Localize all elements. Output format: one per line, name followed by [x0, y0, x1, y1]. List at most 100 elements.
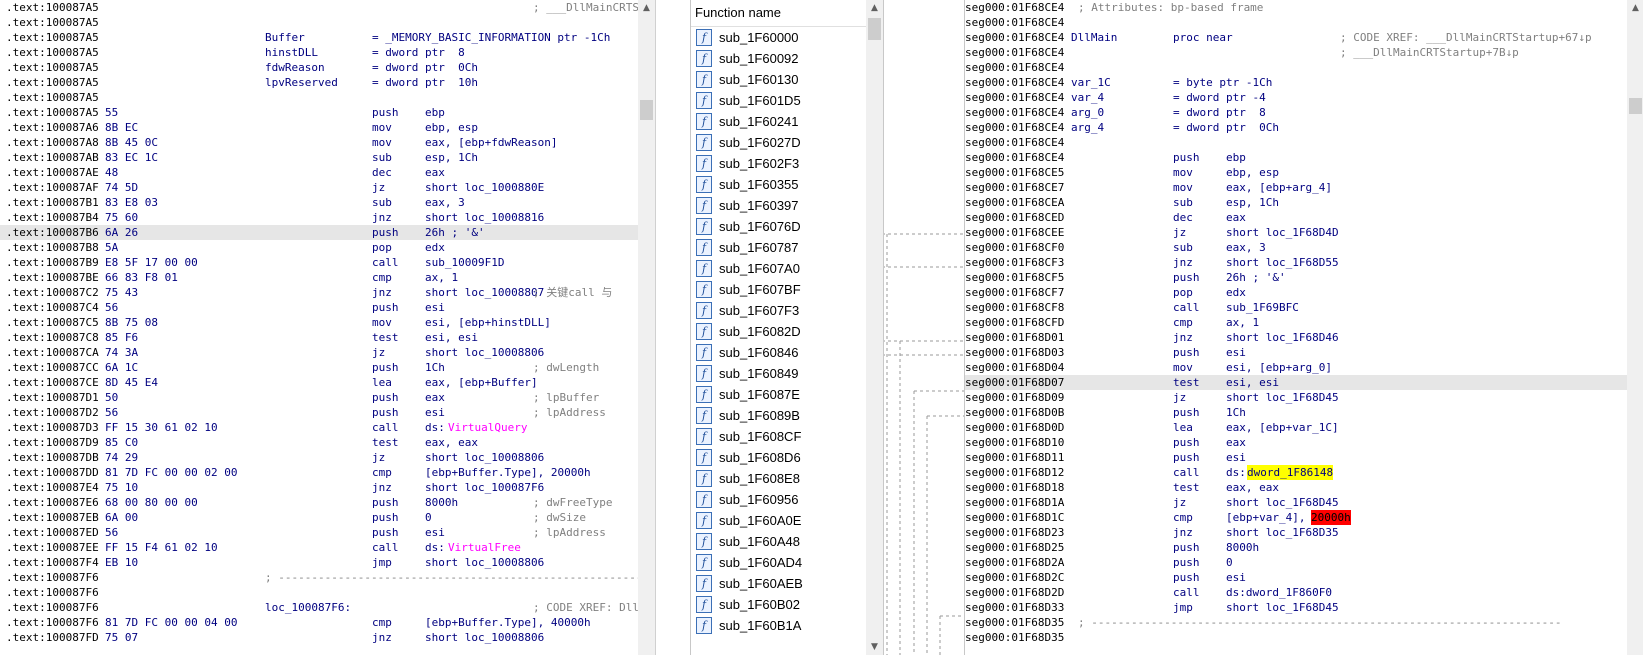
right-scroll-thumb[interactable]	[1629, 98, 1642, 114]
listing-row[interactable]: .text:100087F6	[0, 585, 655, 600]
left-disassembly-view[interactable]: .text:100087A5; ___DllMainCRTS.text:1000…	[0, 0, 656, 655]
left-vertical-scrollbar[interactable]: ▲	[638, 0, 655, 655]
function-name-column-header[interactable]: Function name	[691, 0, 883, 27]
right-disassembly-view[interactable]: seg000:01F68CE4; Attributes: bp-based fr…	[964, 0, 1643, 655]
highlighted-operand[interactable]: dword_1F86148	[1247, 465, 1334, 480]
listing-row[interactable]: .text:100087A5	[0, 15, 655, 30]
right-vertical-scrollbar[interactable]: ▲	[1627, 0, 1643, 655]
scroll-up-arrow-icon[interactable]: ▲	[1632, 3, 1639, 13]
left-scroll-thumb[interactable]	[640, 100, 653, 120]
listing-row[interactable]: seg000:01F68D35; -----------------------…	[965, 615, 1643, 630]
listing-row[interactable]: .text:100087A5	[0, 90, 655, 105]
scroll-down-arrow-icon[interactable]: ▼	[871, 642, 878, 652]
listing-row[interactable]: seg000:01F68CE4	[965, 15, 1643, 30]
import-name[interactable]: VirtualQuery	[448, 421, 528, 434]
function-list-scrollbar[interactable]: ▲ ▼	[866, 0, 883, 655]
listing-row[interactable]: seg000:01F68CE4; Attributes: bp-based fr…	[965, 0, 1643, 15]
scroll-up-arrow-icon[interactable]: ▲	[871, 3, 878, 13]
listing-row[interactable]: seg000:01F68CE4; ___DllMainCRTStartup+7B…	[965, 45, 1643, 60]
import-name[interactable]: VirtualFree	[448, 541, 521, 554]
